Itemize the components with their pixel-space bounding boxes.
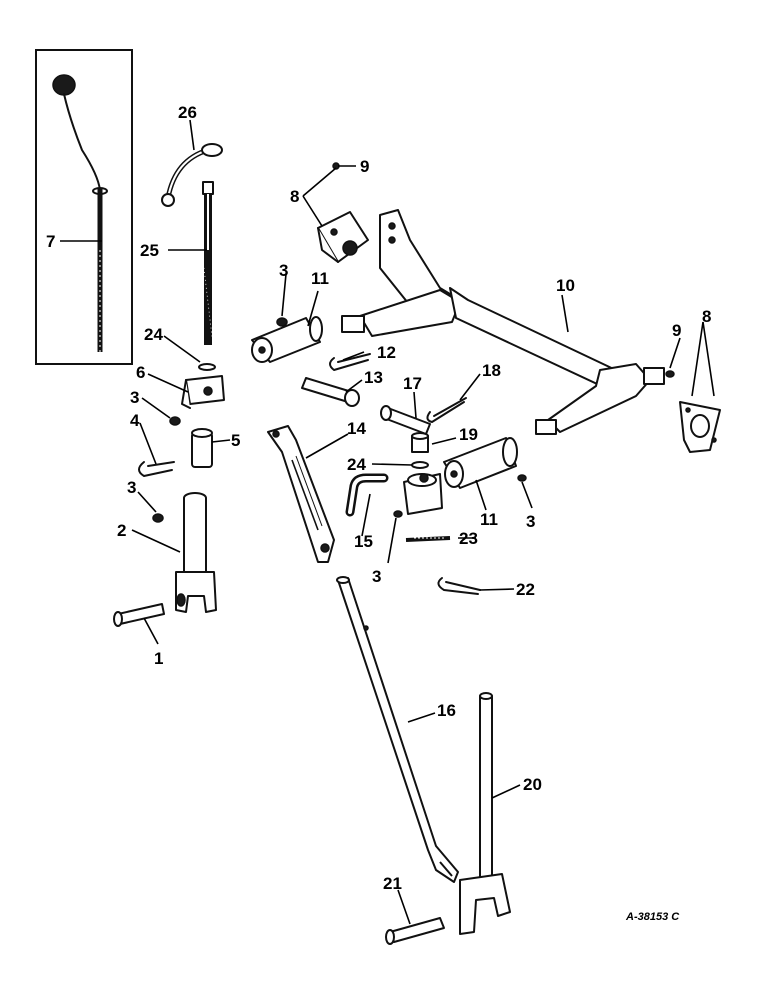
bracket-part-8-upper xyxy=(317,211,369,263)
label-9: 9 xyxy=(672,321,681,340)
label-25: 25 xyxy=(140,241,159,260)
clip-part-26 xyxy=(161,143,223,207)
label-11: 11 xyxy=(480,510,498,529)
label-21: 21 xyxy=(383,874,402,893)
pin-part-13 xyxy=(301,377,360,407)
bushing-part-19 xyxy=(411,432,429,453)
nut-part-3-a xyxy=(169,416,181,426)
label-17: 17 xyxy=(403,374,422,393)
pin-part-21 xyxy=(385,917,445,945)
clevis-part-11-right xyxy=(443,437,518,489)
clamp-block xyxy=(403,473,443,515)
label-7: 7 xyxy=(46,232,55,251)
inset-frame xyxy=(35,49,133,365)
bolt-part-9-right xyxy=(665,370,675,378)
label-8: 8 xyxy=(702,307,711,326)
label-1: 1 xyxy=(154,649,163,668)
bushing-part-5 xyxy=(191,428,213,468)
label-19: 19 xyxy=(459,425,478,444)
label-3: 3 xyxy=(127,478,136,497)
clevis-part-11-upper xyxy=(251,316,323,363)
label-3: 3 xyxy=(526,512,535,531)
cotter-pin-part-18 xyxy=(426,397,467,423)
label-4: 4 xyxy=(130,411,140,430)
label-12: 12 xyxy=(377,343,396,362)
label-20: 20 xyxy=(523,775,542,794)
label-24: 24 xyxy=(144,325,163,344)
label-24: 24 xyxy=(347,455,366,474)
fork-shaft-part-20 xyxy=(459,692,511,935)
leader-lines xyxy=(60,119,715,925)
threaded-rod-part-25 xyxy=(202,181,214,346)
label-5: 5 xyxy=(231,431,240,450)
nut-part-3-d xyxy=(393,510,403,518)
label-2: 2 xyxy=(117,521,126,540)
block-part-6 xyxy=(181,375,225,409)
label-18: 18 xyxy=(482,361,501,380)
washer-part-24-right xyxy=(411,461,429,469)
label-3: 3 xyxy=(372,567,381,586)
label-13: 13 xyxy=(364,368,383,387)
cotter-pin-part-22 xyxy=(437,577,481,595)
pin-part-17 xyxy=(380,405,431,435)
cotter-pin-part-4 xyxy=(138,461,175,477)
nut-part-3-c xyxy=(276,317,288,327)
pin-part-1 xyxy=(113,603,165,627)
washer-part-24 xyxy=(198,363,216,371)
drawing-reference: A-38153 C xyxy=(625,911,680,923)
label-3: 3 xyxy=(279,261,288,280)
label-22: 22 xyxy=(516,580,535,599)
label-16: 16 xyxy=(437,701,456,720)
label-15: 15 xyxy=(354,532,373,551)
label-14: 14 xyxy=(347,419,366,438)
cross-shaft-part-10 xyxy=(341,209,665,435)
nut-part-3-e xyxy=(517,474,527,482)
flange-part-8-right xyxy=(679,401,721,453)
label-3: 3 xyxy=(130,388,139,407)
rod-part-16 xyxy=(336,576,459,883)
label-8: 8 xyxy=(290,187,299,206)
label-10: 10 xyxy=(556,276,575,295)
callout-labels: 7 26 25 24 6 3 4 5 3 2 1 8 9 3 11 10 12 … xyxy=(46,103,711,893)
screw-part-23 xyxy=(405,536,451,542)
turnbuckle-part-14 xyxy=(267,425,335,563)
gear-shift-lever-7 xyxy=(52,74,108,352)
label-6: 6 xyxy=(136,363,145,382)
label-9: 9 xyxy=(360,157,369,176)
nut-part-3-b xyxy=(152,513,164,523)
label-11: 11 xyxy=(311,269,329,288)
label-26: 26 xyxy=(178,103,197,122)
label-23: 23 xyxy=(459,529,478,548)
fork-shaft-part-2 xyxy=(175,492,217,613)
